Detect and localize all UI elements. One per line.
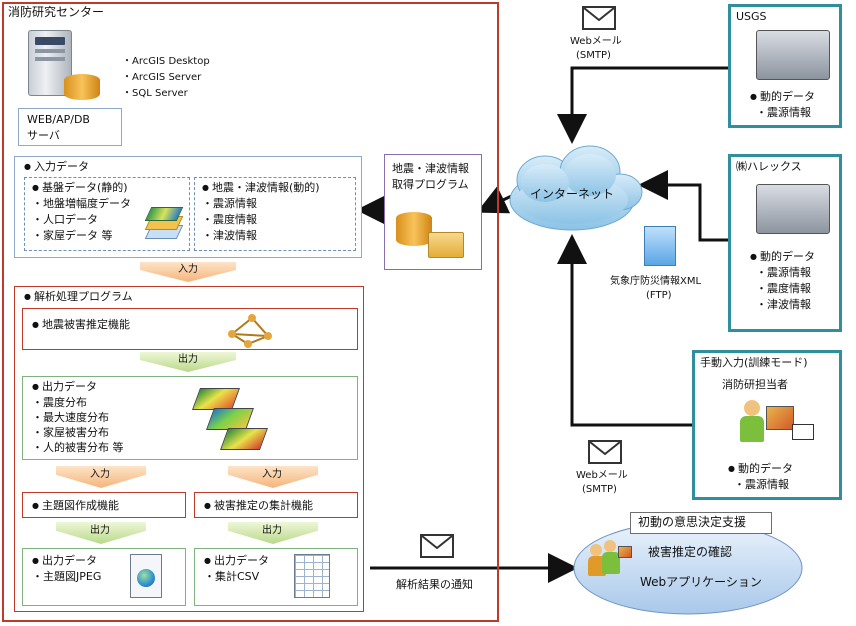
acquisition-line2: 取得プログラム: [392, 178, 469, 191]
halex-item: ・震源情報: [756, 266, 811, 279]
halex-to-internet-arrow: [638, 170, 728, 242]
halex-box: [728, 154, 842, 332]
base-data-item: ・人口データ: [32, 213, 98, 226]
input-arrow-label: 入力: [90, 469, 110, 480]
center-frame: [2, 2, 499, 622]
map-function-label: 主題図作成機能: [32, 499, 119, 512]
folder-icon: [428, 232, 464, 258]
jpeg-output-title: 出力データ: [32, 554, 97, 567]
quake-data-item: ・震度情報: [202, 213, 257, 226]
mail-top-line1: Webメール: [570, 36, 622, 47]
damage-function-label: 地震被害推定機能: [32, 318, 130, 331]
server-icon: [756, 184, 830, 234]
center-title: 消防研究センター: [8, 5, 105, 19]
halex-dynamic: 動的データ: [750, 250, 815, 263]
analysis-title: 解析処理プログラム: [24, 290, 133, 303]
jma-line1: 気象庁防災情報XML: [610, 276, 702, 287]
output-data-item: ・人的被害分布 等: [32, 441, 124, 454]
output-arrow-label: 出力: [178, 354, 198, 365]
input-arrow-label: 入力: [178, 264, 198, 275]
software-item: ・ArcGIS Server: [122, 72, 202, 83]
jpeg-output-item: ・主題図JPEG: [32, 570, 102, 583]
output-arrow-label: 出力: [262, 525, 282, 536]
input-data-title: 入力データ: [24, 160, 89, 173]
csv-output-title: 出力データ: [204, 554, 269, 567]
halex-item: ・震度情報: [756, 282, 811, 295]
mail-top-line2: (SMTP): [576, 50, 611, 61]
output-data-item: ・家屋被害分布: [32, 426, 109, 439]
layer-map-icon: [144, 205, 184, 241]
internet-label: インターネット: [530, 187, 615, 201]
output-data-item: ・最大速度分布: [32, 411, 109, 424]
software-item: ・ArcGIS Desktop: [122, 56, 210, 67]
base-data-item: ・地盤増幅度データ: [32, 197, 131, 210]
mail-bottom-line1: Webメール: [576, 470, 628, 481]
internet-cloud: [509, 145, 643, 231]
server-label-line1: WEB/AP/DB: [27, 113, 90, 126]
usgs-item: ・震源情報: [756, 106, 811, 119]
support-label-box: [630, 512, 772, 534]
database-icon: [64, 74, 100, 100]
base-data-item: ・家屋データ 等: [32, 229, 113, 242]
mail-icon: [420, 534, 454, 558]
users-icon: [588, 540, 634, 580]
server-icon: [756, 30, 830, 80]
server-label-line2: サーバ: [27, 129, 60, 142]
support-label: 初動の意思決定支援: [638, 515, 747, 529]
aggregate-function-label: 被害推定の集計機能: [204, 499, 313, 512]
quake-data-title: 地震・津波情報(動的): [202, 181, 320, 194]
output-data-title: 出力データ: [32, 380, 97, 393]
input-data-box: [14, 156, 362, 258]
output-data-item: ・震度分布: [32, 396, 87, 409]
base-data-title: 基盤データ(静的): [32, 181, 128, 194]
csv-output-item: ・集計CSV: [204, 570, 260, 583]
manual-to-internet-arrow: [557, 234, 692, 427]
operator-icon: [740, 400, 814, 448]
xml-document-icon: [644, 226, 676, 266]
notify-label: 解析結果の通知: [396, 578, 473, 591]
quake-data-item: ・震源情報: [202, 197, 257, 210]
webapp-label: Webアプリケーション: [640, 575, 762, 589]
quake-data-item: ・津波情報: [202, 229, 257, 242]
mail-bottom-line2: (SMTP): [582, 484, 617, 495]
usgs-to-internet-arrow: [557, 66, 728, 144]
manual-person: 消防研担当者: [722, 378, 788, 391]
base-data-box: [24, 177, 190, 251]
quake-data-box: [194, 177, 356, 251]
usgs-dynamic: 動的データ: [750, 90, 815, 103]
jpeg-file-icon: [130, 554, 162, 598]
manual-title: 手動入力(訓練モード): [700, 356, 808, 369]
network-icon: [222, 312, 274, 348]
server-label-box: WEB/AP/DB サーバ: [18, 108, 122, 146]
halex-title: ㈱ハレックス: [736, 160, 802, 173]
input-arrow-label: 入力: [262, 469, 282, 480]
csv-file-icon: [294, 554, 330, 598]
output-arrow-label: 出力: [90, 525, 110, 536]
jma-line2: (FTP): [646, 290, 672, 301]
acquisition-line1: 地震・津波情報: [392, 162, 469, 175]
mail-icon: [582, 6, 616, 30]
distribution-maps-icon: [191, 388, 276, 452]
analysis-box: [14, 286, 364, 612]
database-icon: [396, 212, 432, 246]
manual-dynamic: 動的データ: [728, 462, 793, 475]
confirm-label: 被害推定の確認: [648, 545, 733, 559]
usgs-title: USGS: [736, 10, 767, 23]
mail-icon: [588, 440, 622, 464]
halex-item: ・津波情報: [756, 298, 811, 311]
manual-item: ・震源情報: [734, 478, 789, 491]
software-item: ・SQL Server: [122, 88, 188, 99]
